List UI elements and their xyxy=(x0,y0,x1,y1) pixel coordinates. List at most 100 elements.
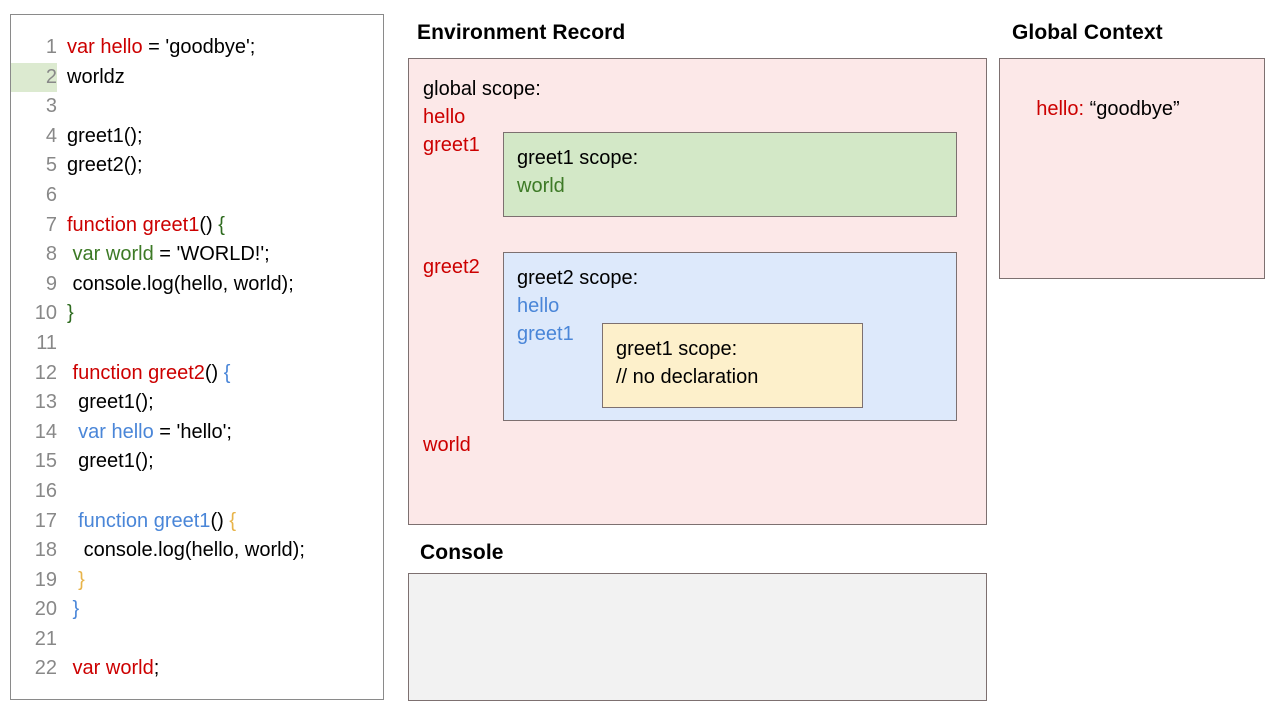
code-line[interactable]: 3 xyxy=(11,92,383,122)
global-context-title: Global Context xyxy=(1012,21,1163,44)
global-scope-box: global scope: hello greet1 greet2 world … xyxy=(408,58,987,525)
code-line[interactable]: 9 console.log(hello, world); xyxy=(11,270,383,300)
line-number: 3 xyxy=(45,95,57,118)
greet2-scope-label: greet2 scope: xyxy=(517,267,639,289)
line-number: 6 xyxy=(45,183,57,206)
code-line-text: function greet1() { xyxy=(57,507,236,537)
line-number: 22 xyxy=(34,657,57,680)
greet1-binding-world: world xyxy=(517,175,565,197)
global-binding-greet2: greet2 xyxy=(423,256,480,278)
code-token: worldz xyxy=(67,65,125,88)
code-line-text: console.log(hello, world); xyxy=(57,270,294,300)
global-scope-label: global scope: xyxy=(423,78,541,100)
code-token: ; xyxy=(153,657,160,680)
code-line[interactable]: 16 xyxy=(11,477,383,507)
line-number: 8 xyxy=(45,243,57,266)
line-number: 2 xyxy=(11,62,57,93)
code-token: var world xyxy=(67,243,154,266)
code-line[interactable]: 22 var world; xyxy=(11,654,383,684)
code-line-text: function greet2() { xyxy=(57,359,231,389)
line-number: 21 xyxy=(34,627,57,650)
code-line[interactable]: 14 var hello = 'hello'; xyxy=(11,418,383,448)
greet2-binding-hello: hello xyxy=(517,295,560,317)
console-title: Console xyxy=(420,541,504,564)
code-line[interactable]: 12 function greet2() { xyxy=(11,359,383,389)
code-token: greet1(); xyxy=(67,124,143,147)
code-token: } xyxy=(67,302,74,325)
greet2-binding-greet1: greet1 xyxy=(517,323,574,345)
code-line-text: worldz xyxy=(57,63,125,93)
code-token: () xyxy=(204,361,224,384)
global-binding-hello: hello xyxy=(423,106,466,128)
code-line[interactable]: 17 function greet1() { xyxy=(11,507,383,537)
code-line[interactable]: 19 } xyxy=(11,566,383,596)
line-number: 18 xyxy=(34,539,57,562)
code-token: function greet1 xyxy=(67,509,211,532)
code-line-text: } xyxy=(57,566,85,596)
code-line-text: console.log(hello, world); xyxy=(57,536,305,566)
line-number: 10 xyxy=(34,302,57,325)
code-token: = 'WORLD!'; xyxy=(153,243,270,266)
line-number: 12 xyxy=(34,361,57,384)
nested-greet1-scope-comment: // no declaration xyxy=(616,366,759,388)
code-token: } xyxy=(67,568,85,591)
console-panel[interactable] xyxy=(408,573,987,701)
code-line-text: greet1(); xyxy=(57,388,154,418)
line-number: 14 xyxy=(34,420,57,443)
line-number: 4 xyxy=(45,124,57,147)
code-token: = 'hello'; xyxy=(153,420,232,443)
code-token: { xyxy=(218,213,225,236)
code-token: greet2(); xyxy=(67,154,143,177)
line-number: 16 xyxy=(34,479,57,502)
line-number: 13 xyxy=(34,391,57,414)
code-line[interactable]: 4 greet1(); xyxy=(11,122,383,152)
nested-greet1-scope-label: greet1 scope: xyxy=(616,338,738,360)
code-line-text: var world; xyxy=(57,654,160,684)
code-token: var hello xyxy=(67,420,154,443)
line-number: 7 xyxy=(45,213,57,236)
code-line-text: function greet1() { xyxy=(57,211,225,241)
code-token: greet1(); xyxy=(67,450,154,473)
code-token: () xyxy=(210,509,230,532)
code-token: var world xyxy=(67,657,154,680)
line-number: 9 xyxy=(45,272,57,295)
line-number: 17 xyxy=(34,509,57,532)
code-token: { xyxy=(229,509,237,532)
global-context-entry-value: “goodbye” xyxy=(1084,98,1180,120)
code-line[interactable]: 15 greet1(); xyxy=(11,447,383,477)
environment-record-title: Environment Record xyxy=(417,21,626,44)
global-binding-world: world xyxy=(423,434,471,456)
code-line-text: greet2(); xyxy=(57,151,143,181)
code-token: function greet2 xyxy=(67,361,205,384)
code-token: var hello xyxy=(67,36,143,58)
line-number: 20 xyxy=(34,598,57,621)
code-token: console.log(hello, world); xyxy=(67,272,294,295)
global-context-box: hello: “goodbye” xyxy=(999,58,1265,279)
code-token: function greet1 xyxy=(67,213,200,236)
code-line[interactable]: 18 console.log(hello, world); xyxy=(11,536,383,566)
code-line-text: var hello = 'hello'; xyxy=(57,418,232,448)
code-line[interactable]: 10} xyxy=(11,299,383,329)
greet1-scope-label: greet1 scope: xyxy=(517,147,639,169)
code-line[interactable]: 2 worldz xyxy=(11,62,383,93)
code-line[interactable]: 20 } xyxy=(11,595,383,625)
code-line[interactable]: 21 xyxy=(11,625,383,655)
code-token: = 'goodbye'; xyxy=(142,36,256,58)
global-context-entry: hello: “goodbye” xyxy=(1014,75,1180,144)
code-token: { xyxy=(223,361,231,384)
nested-greet1-scope-box: greet1 scope: // no declaration xyxy=(602,323,863,408)
code-line[interactable]: 11 xyxy=(11,329,383,359)
code-line[interactable]: 8 var world = 'WORLD!'; xyxy=(11,240,383,270)
code-line-text: } xyxy=(57,595,80,625)
greet2-scope-box: greet2 scope: hello greet1 greet1 scope:… xyxy=(503,252,957,421)
code-line[interactable]: 6 xyxy=(11,181,383,211)
code-token: () xyxy=(199,213,219,236)
global-context-entry-key: hello: xyxy=(1036,98,1085,120)
code-line[interactable]: 13 greet1(); xyxy=(11,388,383,418)
line-number: 15 xyxy=(34,450,57,473)
